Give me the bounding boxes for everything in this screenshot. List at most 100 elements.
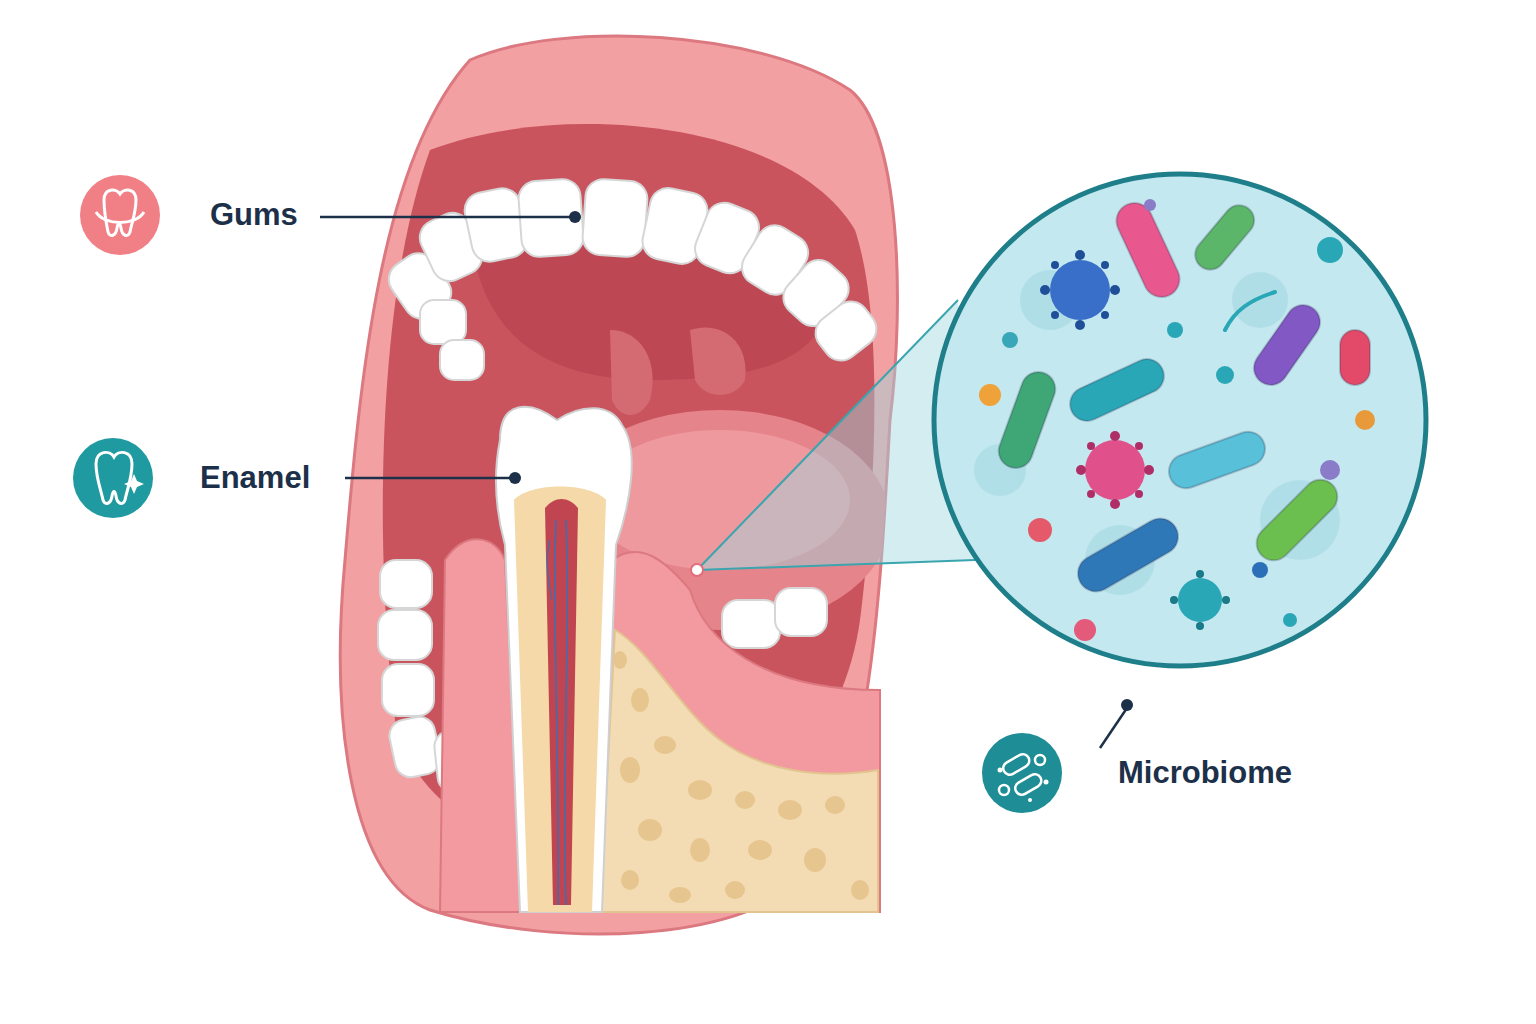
mouth-cavity <box>610 330 653 415</box>
tooth-section <box>547 540 552 600</box>
enamel-icon <box>73 438 153 518</box>
lower-teeth <box>378 610 432 660</box>
leader-lines <box>320 211 1133 748</box>
microbiome-magnifier <box>1051 311 1059 319</box>
microbiome-magnifier <box>1320 460 1340 480</box>
jaw-bone <box>748 840 772 860</box>
microbiome-icon <box>998 768 1003 773</box>
microbiome-magnifier <box>1002 332 1018 348</box>
microbiome-magnifier <box>1040 250 1230 630</box>
microbiome-icon <box>1028 798 1032 802</box>
microbiome-magnifier <box>1167 322 1183 338</box>
microbiome-magnifier <box>1071 512 1184 598</box>
microbiome-icon <box>982 733 1062 813</box>
gums-icon <box>96 212 144 223</box>
leader-lines <box>320 216 572 219</box>
tooth-section <box>514 487 606 913</box>
callout-cone <box>697 560 975 570</box>
microbiome-magnifier <box>1222 596 1230 604</box>
jaw-bone <box>804 848 826 872</box>
jaw-bone <box>613 651 869 903</box>
microbiome-magnifier <box>1250 473 1345 568</box>
upper-teeth <box>440 340 484 380</box>
microbiome-magnifier <box>1101 311 1109 319</box>
microbiome-magnifier <box>1189 199 1260 276</box>
callout-cone <box>691 564 703 576</box>
lower-teeth <box>775 588 827 636</box>
microbiome-magnifier <box>1170 596 1178 604</box>
microbiome-magnifier <box>1317 237 1343 263</box>
jaw-bone <box>600 630 878 912</box>
jaw-bone <box>600 630 878 912</box>
microbiome-magnifier <box>1232 272 1288 328</box>
tooth-section <box>555 520 567 905</box>
mouth-cavity <box>690 327 746 395</box>
microbiome-magnifier <box>934 174 1426 666</box>
part-label: Microbiome <box>1118 756 1292 790</box>
microbiome-magnifier <box>1111 197 1186 303</box>
microbiome-magnifier <box>1196 570 1204 578</box>
jaw-bone <box>669 887 691 903</box>
jaw-bone <box>690 838 710 862</box>
microbiome-icon <box>982 733 1062 813</box>
microbiome-magnifier <box>1040 285 1050 295</box>
microbiome-magnifier <box>974 197 1375 641</box>
leader-lines <box>1100 708 1127 748</box>
microbiome-icon <box>1035 755 1045 765</box>
microbiome-magnifier <box>1135 442 1143 450</box>
leader-lines <box>509 472 521 484</box>
leader-lines <box>1121 699 1133 711</box>
part-label: Enamel <box>200 461 310 495</box>
microbiome-magnifier <box>1051 261 1059 269</box>
microbiome-magnifier <box>1178 578 1222 622</box>
jaw-bone <box>621 870 639 890</box>
microbiome-icon <box>999 752 1045 797</box>
microbiome-magnifier <box>1283 613 1297 627</box>
microbiome-magnifier <box>979 384 1001 406</box>
jaw-bone <box>735 791 755 809</box>
microbiome-magnifier <box>1110 285 1120 295</box>
microbiome-magnifier <box>1144 199 1156 211</box>
microbiome-magnifier <box>1076 431 1154 509</box>
microbiome-magnifier <box>994 197 1370 598</box>
microbiome-icon <box>1001 752 1032 777</box>
microbiome-icon <box>999 785 1009 795</box>
microbiome-magnifier <box>1135 490 1143 498</box>
gum-section <box>440 539 880 912</box>
leader-lines <box>345 477 512 480</box>
microbiome-magnifier <box>1087 442 1095 450</box>
microbiome-magnifier <box>994 367 1060 473</box>
microbiome-magnifier <box>1075 320 1085 330</box>
microbiome-magnifier <box>1110 431 1120 441</box>
jaw-bone <box>638 819 662 841</box>
microbiome-magnifier <box>1087 490 1095 498</box>
gum-section <box>598 552 880 912</box>
jaw-bone <box>620 757 640 783</box>
microbiome-magnifier <box>1065 353 1170 426</box>
jaw-bone <box>851 880 869 900</box>
microbiome-magnifier <box>1085 440 1145 500</box>
lower-teeth <box>380 560 432 608</box>
microbiome-magnifier <box>1225 292 1275 330</box>
tooth-section <box>496 407 632 912</box>
upper-teeth <box>420 300 466 344</box>
leader-lines <box>569 211 581 223</box>
microbiome-magnifier <box>1101 261 1109 269</box>
upper-teeth <box>382 178 884 380</box>
microbiome-magnifier <box>1110 499 1120 509</box>
jaw-bone <box>725 881 745 899</box>
microbiome-icon <box>1013 772 1044 797</box>
microbiome-magnifier <box>1144 465 1154 475</box>
lower-teeth <box>382 664 434 716</box>
jaw-bone <box>631 688 649 712</box>
enamel-icon <box>73 438 153 518</box>
upper-teeth <box>808 294 883 368</box>
microbiome-magnifier <box>1075 250 1085 260</box>
microbiome-magnifier <box>1170 570 1230 630</box>
jaw-bone <box>654 736 676 754</box>
microbiome-magnifier <box>1074 619 1096 641</box>
microbiome-magnifier <box>979 199 1375 641</box>
callout-cone <box>697 300 958 570</box>
